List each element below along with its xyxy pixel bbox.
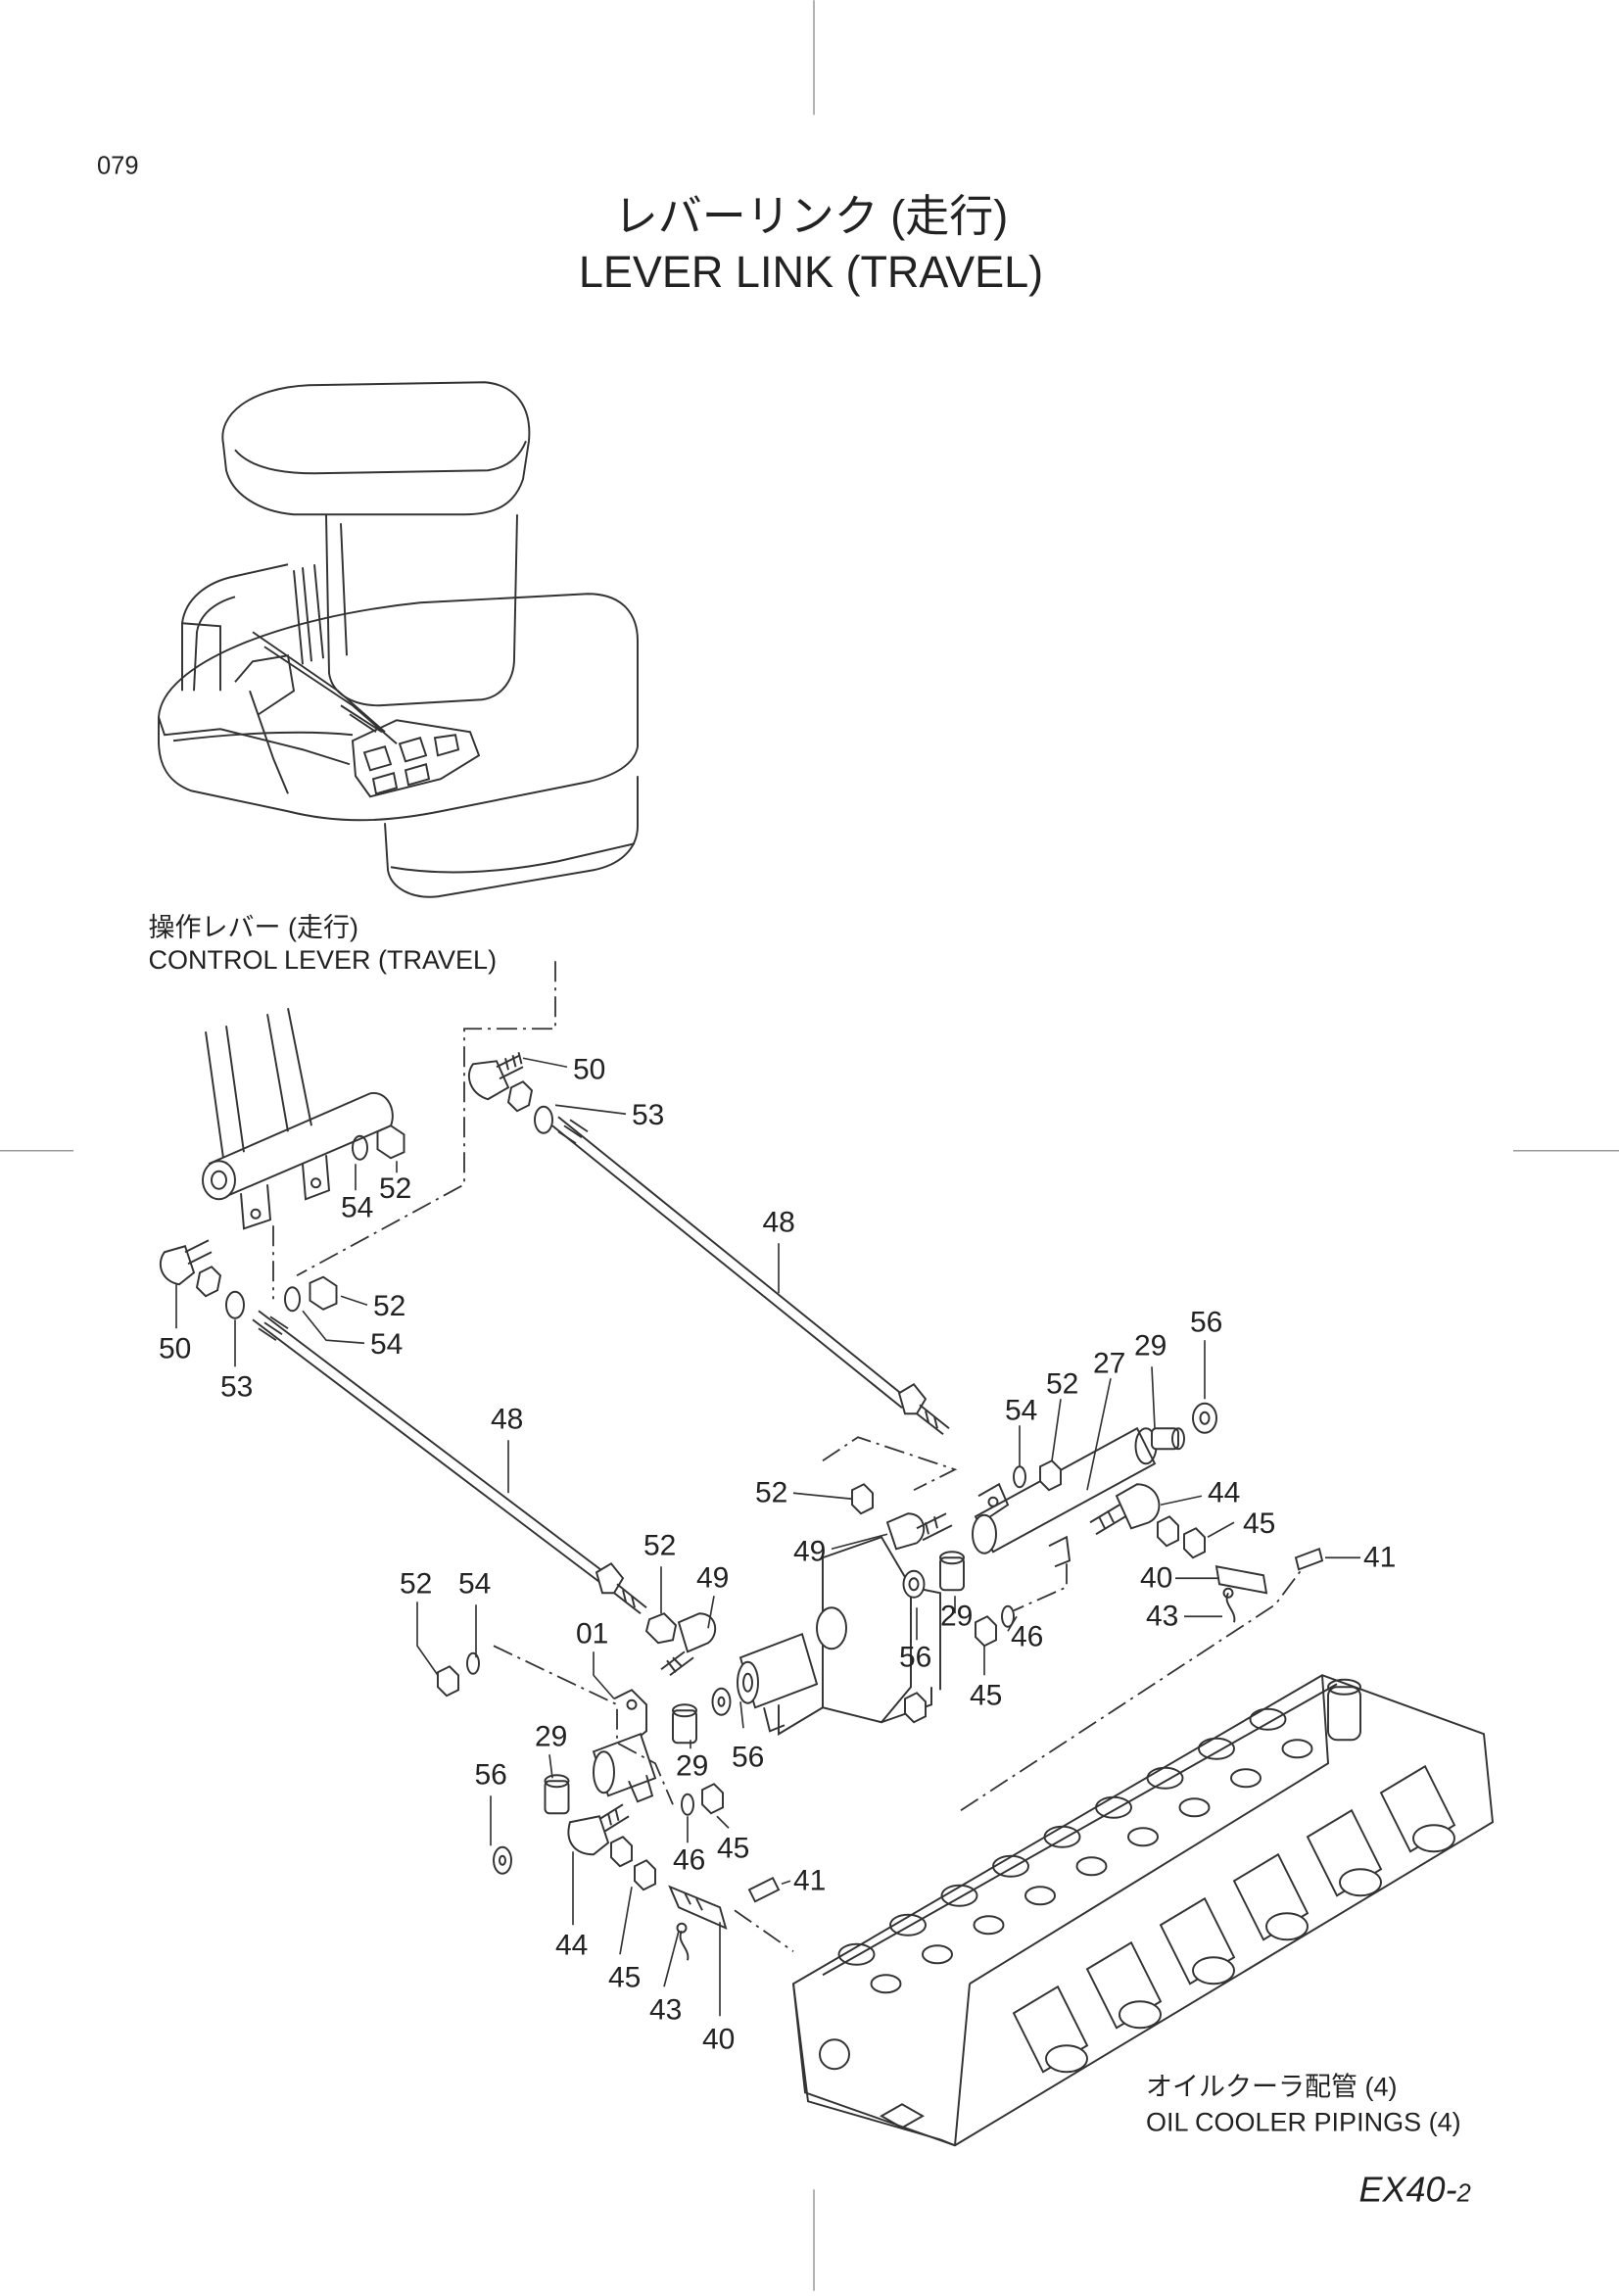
callout-50: 50	[159, 1332, 191, 1364]
callout-49: 49	[696, 1561, 729, 1594]
upper-right-lever-assembly	[851, 1402, 1324, 1648]
callout-29: 29	[940, 1600, 973, 1632]
callout-43: 43	[1146, 1600, 1178, 1632]
lower-lever-assembly	[437, 1651, 781, 1961]
callout-numbers: 50 53 54 52 52 54 50 53 48 48 52 49 52 5…	[159, 1053, 1396, 2055]
title-english: LEVER LINK (TRAVEL)	[579, 247, 1043, 297]
callout-54: 54	[458, 1567, 491, 1600]
model-code: EX40-2	[1359, 2169, 1471, 2209]
callout-56: 56	[1190, 1306, 1222, 1338]
lower-joint-assembly	[644, 1612, 717, 1677]
callout-41: 41	[1363, 1541, 1396, 1573]
title-japanese: レバーリンク (走行)	[614, 191, 1008, 241]
callout-29: 29	[676, 1749, 708, 1782]
control-lever-label-en: CONTROL LEVER (TRAVEL)	[149, 945, 498, 975]
callout-46: 46	[1011, 1620, 1043, 1652]
model-code-main: EX40-	[1359, 2169, 1457, 2209]
control-lever-label-jp: 操作レバー (走行)	[149, 913, 358, 942]
callout-45: 45	[717, 1832, 749, 1864]
callout-45: 45	[1243, 1507, 1275, 1540]
leader-lines	[175, 1057, 1360, 2017]
callout-52: 52	[1046, 1367, 1078, 1400]
callout-45: 45	[970, 1679, 1002, 1711]
callout-53: 53	[220, 1370, 253, 1403]
callout-56: 56	[899, 1641, 931, 1673]
model-code-suffix: 2	[1456, 2179, 1471, 2207]
excavator-overview-illustration	[158, 381, 639, 898]
callout-54: 54	[370, 1328, 403, 1361]
callout-40: 40	[702, 2023, 735, 2055]
page-number: 079	[97, 152, 139, 179]
callout-48: 48	[763, 1206, 795, 1238]
callout-44: 44	[555, 1929, 588, 1961]
callout-52: 52	[379, 1172, 411, 1205]
callout-50: 50	[573, 1053, 605, 1085]
callout-01: 01	[576, 1617, 608, 1650]
callout-29: 29	[535, 1720, 567, 1752]
upper-rod-assembly	[468, 1052, 950, 1436]
pivot-bracket	[737, 1536, 941, 1736]
callout-45: 45	[608, 1961, 641, 1993]
callout-49: 49	[793, 1535, 826, 1567]
callout-46: 46	[673, 1843, 705, 1876]
phantom-lines	[272, 961, 1303, 1952]
callout-56: 56	[475, 1758, 507, 1791]
callout-52: 52	[400, 1567, 432, 1600]
callout-52: 52	[643, 1529, 676, 1561]
callout-56: 56	[732, 1741, 764, 1773]
callout-52: 52	[755, 1476, 787, 1508]
oil-cooler-label-jp: オイルクーラ配管 (4)	[1146, 2072, 1398, 2101]
lower-rod-assembly	[160, 1239, 647, 1615]
callout-54: 54	[1005, 1394, 1037, 1426]
control-valve-illustration	[791, 1674, 1495, 2147]
callout-40: 40	[1140, 1561, 1172, 1594]
callout-43: 43	[649, 1993, 682, 2026]
oil-cooler-label-en: OIL COOLER PIPINGS (4)	[1146, 2107, 1461, 2136]
lever-hardware-upper	[284, 1124, 405, 1313]
callout-41: 41	[793, 1864, 826, 1896]
callout-44: 44	[1208, 1476, 1240, 1508]
callout-53: 53	[632, 1099, 664, 1131]
callout-27: 27	[1093, 1347, 1125, 1379]
callout-48: 48	[491, 1403, 523, 1435]
callout-29: 29	[1134, 1329, 1167, 1362]
callout-52: 52	[373, 1290, 405, 1322]
callout-54: 54	[341, 1191, 373, 1223]
